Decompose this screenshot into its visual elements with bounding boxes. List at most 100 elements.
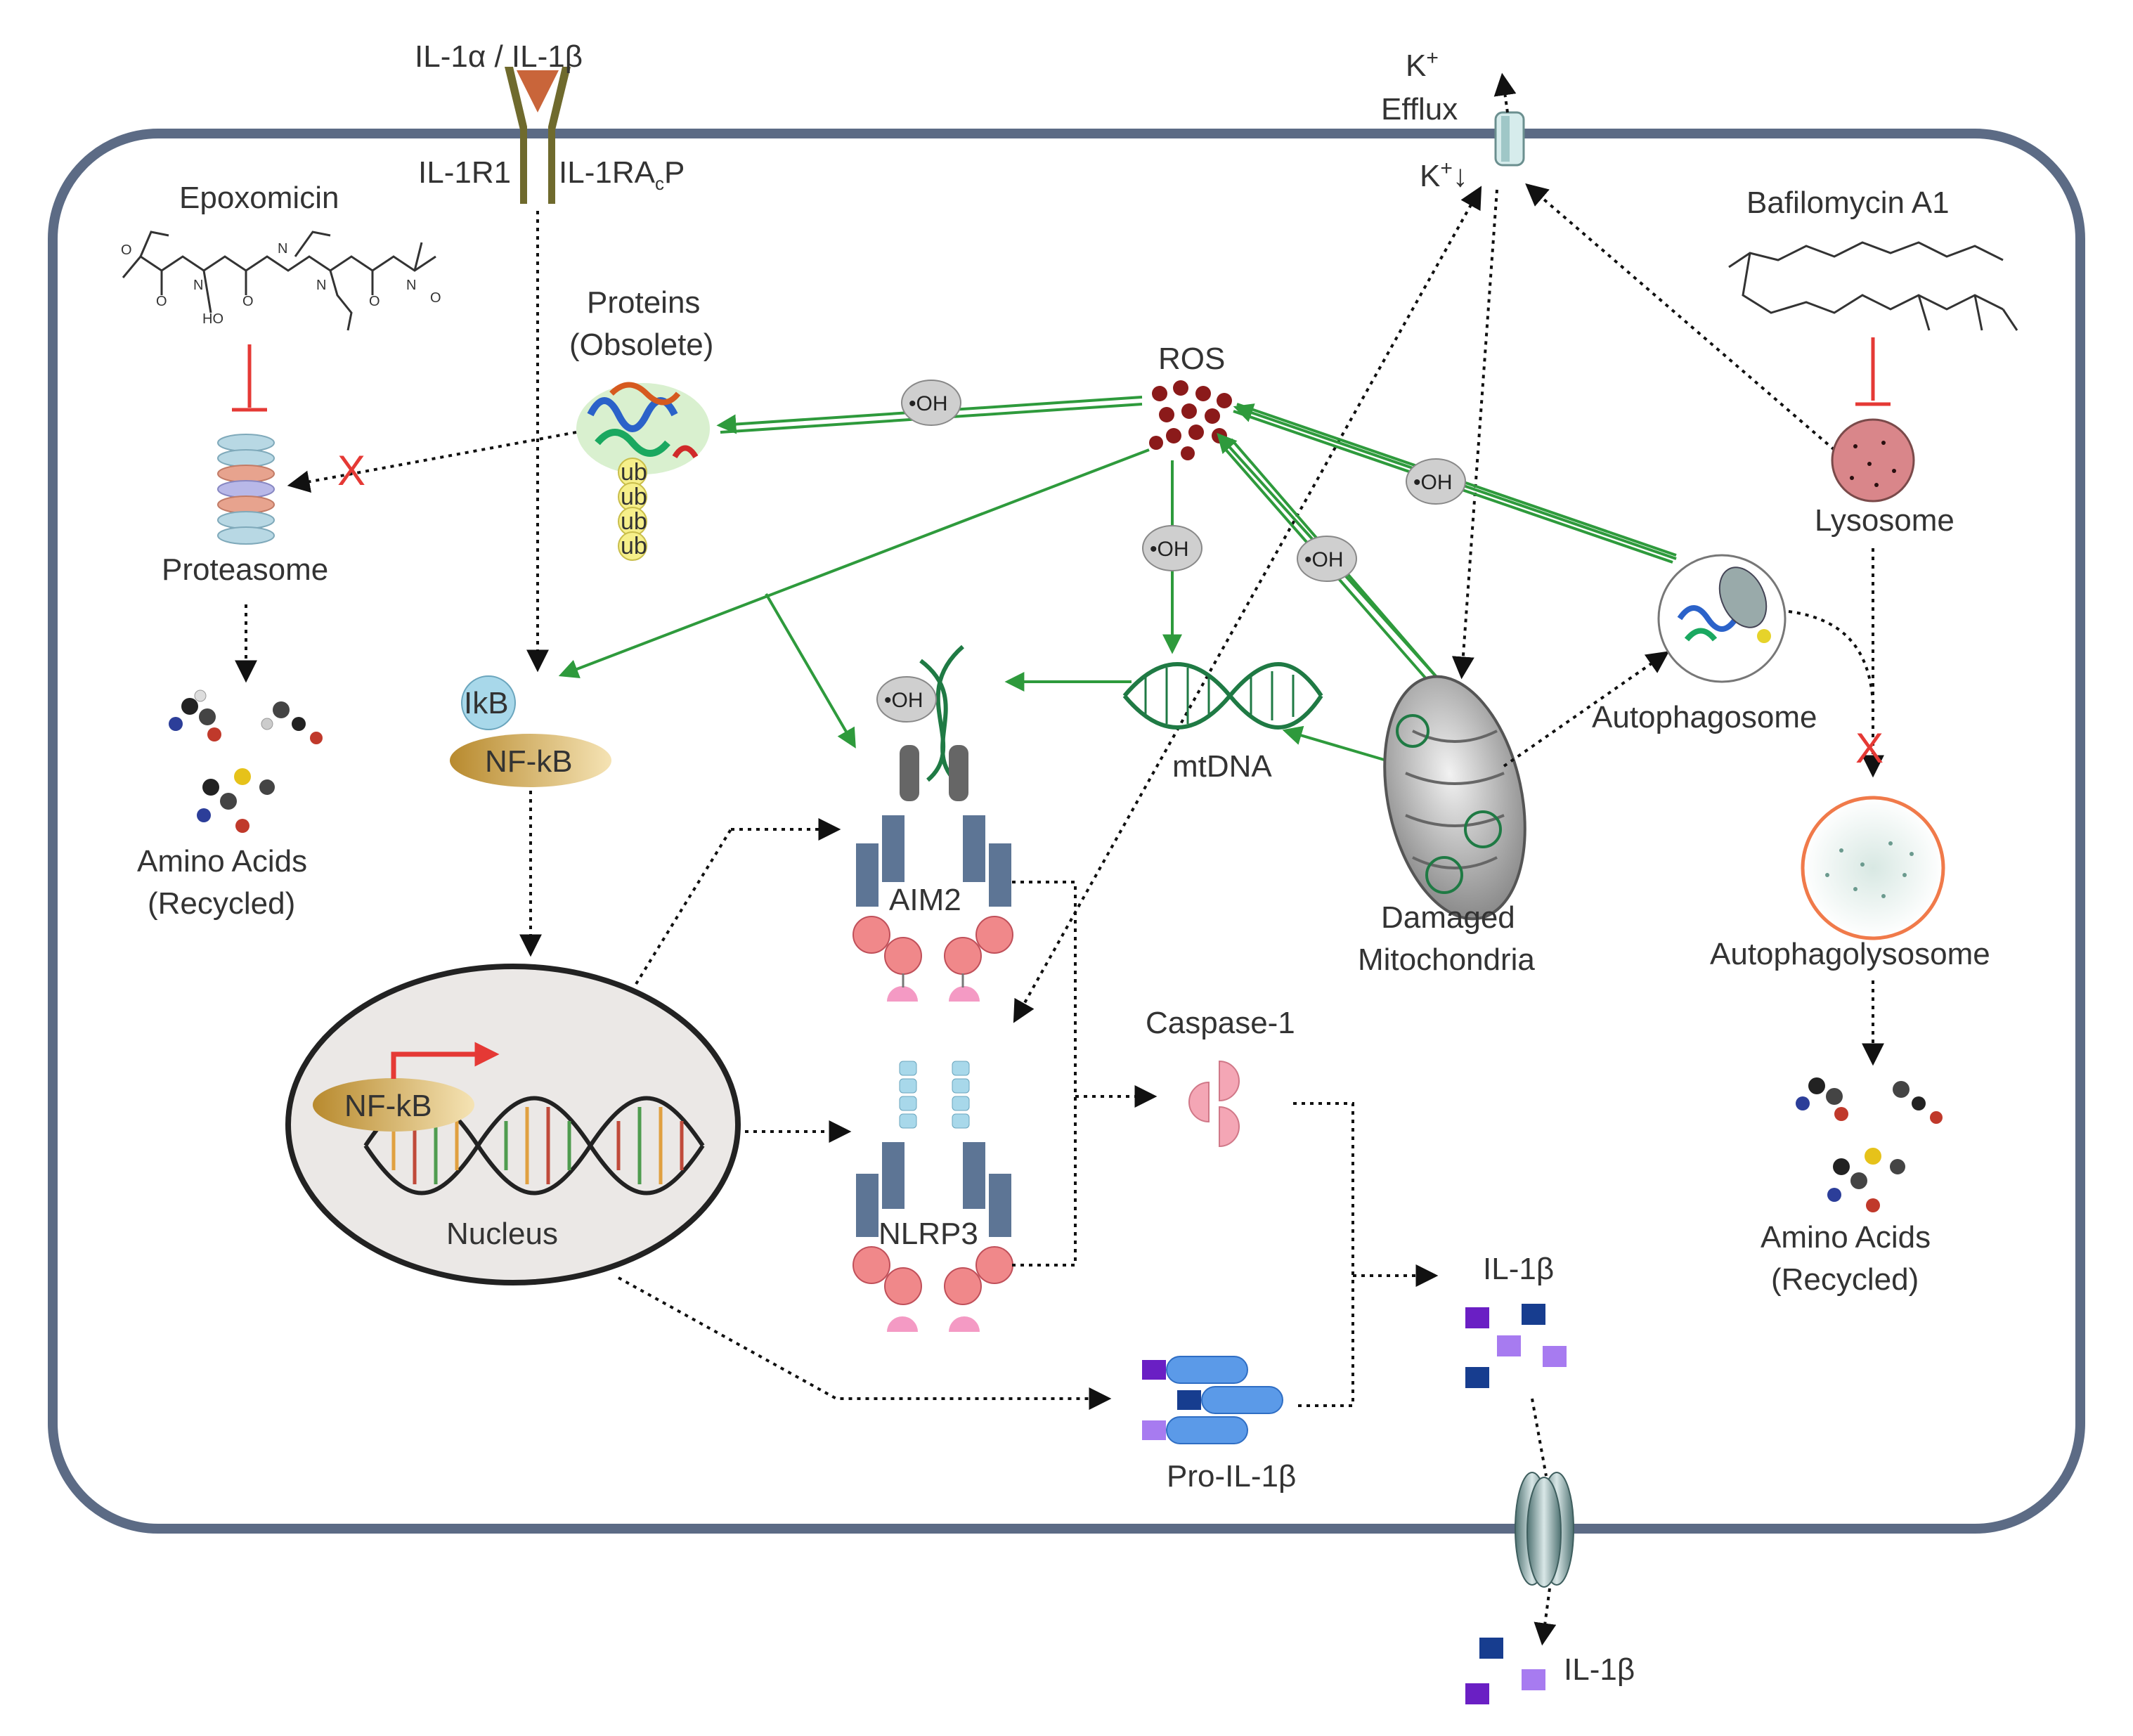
il1b-outside-molecules (1465, 1638, 1545, 1704)
ros-cluster (1149, 380, 1232, 460)
mito-damage (1396, 714, 1502, 894)
caspase1-label: Caspase-1 (1146, 1006, 1295, 1040)
aim2-label: AIM2 (889, 883, 961, 917)
autophagosome (1657, 554, 1787, 683)
oh-label-mtdna: •OH (1150, 538, 1189, 561)
svg-text:O: O (121, 242, 132, 258)
k-in-k: K (1420, 159, 1440, 193)
autolys-block-mark: X (1855, 725, 1884, 772)
nucleus-label: Nucleus (446, 1217, 558, 1251)
ikb-label: IkB (464, 686, 509, 720)
obsolete-protein (576, 382, 710, 474)
il1b-outside-label: IL-1β (1564, 1652, 1635, 1687)
epoxomicin-label: Epoxomicin (179, 181, 339, 215)
ub-label-1: ub (621, 459, 647, 486)
mito-cristae (1405, 730, 1505, 869)
aim2-to-caspase-connector (1012, 881, 1077, 1267)
il1b-inside-molecules (1465, 1304, 1567, 1388)
proteasome-block-mark: X (337, 447, 365, 494)
autophagosome-label: Autophagosome (1592, 700, 1817, 734)
svg-text:HO: HO (202, 311, 223, 327)
autophagolysosome (1801, 796, 1945, 940)
amino-right-line2: (Recycled) (1771, 1262, 1919, 1297)
svg-text:N: N (316, 278, 326, 293)
nfkb-nucleus-molecule (313, 1078, 474, 1132)
receptor2-end: P (664, 155, 685, 190)
nlrp3-label: NLRP3 (879, 1217, 978, 1251)
k-in-arrow: ↓ (1453, 159, 1468, 193)
caspase-to-il1b-connector (1293, 1102, 1354, 1407)
oh-label-proteins: •OH (909, 392, 948, 415)
svg-text:N: N (406, 278, 416, 293)
nucleus (285, 964, 741, 1285)
amino-left-line1: Amino Acids (137, 844, 307, 879)
oh-label-aim2: •OH (884, 689, 923, 712)
ub-label-4: ub (621, 533, 647, 559)
nfkb-cyto-label: NF-kB (485, 744, 573, 779)
pro-il1b-molecules (1142, 1356, 1283, 1444)
proteins-to-proteasome-arrow (287, 431, 577, 493)
caspase1-molecule (1188, 1060, 1240, 1148)
lysosome-label: Lysosome (1815, 503, 1954, 538)
transcription-arrow (391, 1042, 500, 1079)
cell-membrane (48, 129, 2085, 1534)
svg-text:O: O (369, 294, 380, 309)
ikb-molecule (461, 675, 516, 730)
receptor2-main: IL-1RA (559, 155, 656, 190)
damaged-mitochondria (1383, 675, 1526, 921)
lysosome-to-k-arrow (1525, 183, 1836, 451)
svg-text:O: O (242, 294, 254, 309)
nucleus-to-aim2-arrow (635, 828, 732, 985)
nlrp3-complex (852, 1061, 1013, 1332)
nfkb-nucleus-label: NF-kB (344, 1089, 432, 1123)
amino-left-line2: (Recycled) (148, 886, 295, 921)
mtdna-helix (1122, 662, 1323, 730)
potassium-channel (1494, 111, 1525, 167)
oh-bubble-autophagosome (1406, 458, 1466, 505)
secretion-channel (1515, 1472, 1574, 1588)
mito-line1: Damaged (1381, 900, 1515, 935)
ub-label-2: ub (621, 484, 647, 510)
aim2-hin (900, 745, 968, 801)
proteasome-label: Proteasome (162, 552, 328, 587)
oh-bubble-mito (1297, 536, 1357, 582)
k-in-label: K+↓ (1420, 157, 1468, 193)
ligand-label: IL-1α / IL-1β (415, 39, 583, 74)
mtdna-rungs (1144, 668, 1295, 724)
autolys-speckles (1825, 841, 1914, 898)
lysosome-dots (1850, 441, 1896, 487)
svg-text:O: O (156, 294, 167, 309)
k-to-nlrp3-arrow (1013, 186, 1482, 1023)
autophagosome-to-autolys-arrow (1788, 610, 1874, 704)
amino-acids-right-molecules (1796, 1077, 1943, 1212)
autophagolysosome-label: Autophagolysosome (1710, 937, 1990, 971)
svg-text:N: N (278, 241, 287, 257)
proteins-line2: (Obsolete) (569, 328, 713, 362)
autophagosome-contents (1677, 566, 1771, 643)
k-to-mito-arrow (1451, 189, 1498, 680)
bafilomycin-label: Bafilomycin A1 (1746, 186, 1950, 220)
oh-bubble-aim2 (876, 676, 937, 723)
ubiquitin-chain (618, 458, 647, 561)
proteins-line1: Proteins (587, 285, 700, 320)
epoxomicin-structure (122, 231, 436, 331)
k-efflux-label: K+ (1406, 46, 1439, 83)
k-efflux-k: K (1406, 48, 1426, 83)
k-efflux-word: Efflux (1381, 92, 1458, 127)
receptor1-label: IL-1R1 (418, 155, 511, 190)
il1b-to-secretion-arrow (1531, 1398, 1548, 1477)
il1-receptor (505, 67, 571, 204)
oh-label-autophagosome: •OH (1413, 471, 1453, 494)
pro-il1b-label: Pro-IL-1β (1167, 1459, 1296, 1494)
k-in-sup: + (1440, 157, 1453, 180)
mito-line2: Mitochondria (1358, 943, 1535, 977)
k-efflux-sup: + (1426, 46, 1439, 70)
amino-acids-left-molecules (169, 689, 323, 833)
il1b-inside-label: IL-1β (1483, 1252, 1554, 1286)
oh-label-mito: •OH (1304, 548, 1344, 571)
nucleus-to-proil1b-arrow (618, 1276, 1112, 1410)
bafilomycin-structure (1728, 241, 2018, 331)
